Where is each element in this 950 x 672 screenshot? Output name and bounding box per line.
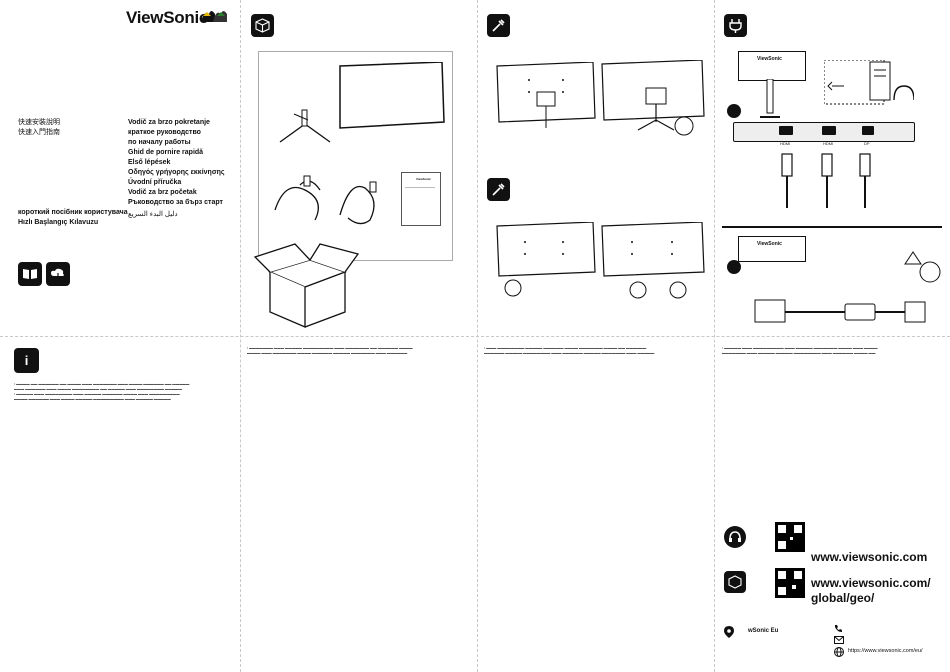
step-marker-2 bbox=[727, 260, 741, 274]
cover-title-line: Ръководство за бърз старт bbox=[128, 199, 223, 206]
cover-title-line: короткий посібник користувача bbox=[18, 209, 128, 216]
birds-logo-icon bbox=[201, 11, 227, 22]
dp-port-icon bbox=[862, 126, 874, 135]
cover-title-extra: короткий посібник користувача Hızlı Başl… bbox=[18, 208, 128, 228]
info-icon: i bbox=[14, 348, 39, 373]
install-step2-left bbox=[496, 222, 596, 297]
cover-title-line: Οδηγός γρήγορης εκκίνησης bbox=[128, 169, 225, 176]
globe-icon bbox=[724, 571, 746, 593]
box-icon bbox=[251, 14, 274, 37]
cover-title-line: Vodič za brzo pokretanje bbox=[128, 119, 210, 126]
pc-devices-illustration bbox=[824, 60, 914, 105]
cover-title-line: 快速入門指南 bbox=[18, 129, 60, 136]
monitor-illustration bbox=[279, 62, 445, 143]
cover-title-list: Vodič za brzo pokretanje краткое руковод… bbox=[128, 118, 225, 208]
hdmi-port-icon bbox=[822, 126, 836, 135]
website-url[interactable]: www.viewsonic.com bbox=[811, 550, 928, 564]
safety-text-column-1: • ▬▬▬▬ ▬▬ ▬▬▬▬▬▬ ▬▬ ▬▬▬▬ ▬▬▬ ▬▬▬▬▬▬▬ ▬▬▬… bbox=[14, 382, 190, 401]
qr-code-global bbox=[775, 568, 805, 598]
cover-title-line: Hızlı Başlangıç Kılavuzu bbox=[18, 219, 99, 226]
open-box-illustration bbox=[253, 243, 360, 328]
hdmi-port-icon bbox=[779, 126, 793, 135]
safety-text-column-3: • ▬▬▬ ▬▬▬▬▬▬▬▬ ▬▬▬▬▬ ▬▬▬▬▬▬ ▬▬▬▬ ▬▬▬▬▬▬▬… bbox=[484, 346, 655, 355]
monitor-stand-illustration bbox=[760, 79, 780, 118]
port-label: HDMI bbox=[823, 141, 834, 146]
step-marker-1 bbox=[727, 104, 741, 118]
port-label: DP bbox=[864, 141, 870, 146]
social-handle: wSonic Eu bbox=[748, 628, 779, 634]
quick-start-booklet: ViewSonic bbox=[401, 172, 441, 226]
global-url-line2[interactable]: global/geo/ bbox=[811, 591, 875, 605]
download-cloud-icon bbox=[46, 262, 70, 286]
safety-text-column-2: • ▬▬▬▬▬▬▬ ▬▬▬ ▬▬▬▬▬ ▬▬▬▬▬▬▬▬▬ ▬▬▬ ▬▬▬▬▬▬… bbox=[247, 346, 413, 355]
monitor-back-illustration: ViewSonic bbox=[738, 51, 806, 81]
cover-title-line: 快速安裝說明 bbox=[18, 119, 60, 126]
mail-icon bbox=[834, 636, 844, 644]
install-step1-right bbox=[601, 60, 705, 136]
brand-logo: ViewSonic bbox=[126, 8, 209, 27]
qr-code-support bbox=[775, 522, 805, 552]
cover-title-cjk: 快速安裝說明 快速入門指南 bbox=[18, 118, 60, 138]
monitor-back-logo: ViewSonic bbox=[757, 241, 782, 247]
cover-title-arabic: دليل البدء السريع bbox=[128, 210, 178, 220]
cover-title-line: Első lépések bbox=[128, 159, 171, 166]
cover-title-line: Ghid de pornire rapidă bbox=[128, 149, 204, 156]
cover-title-line: по началу работы bbox=[128, 139, 191, 146]
safety-text-column-4: • ▬▬▬▬▬ ▬▬▬ ▬▬▬▬▬▬▬▬▬ ▬▬▬ ▬▬▬▬▬ ▬▬▬▬▬▬▬ … bbox=[722, 346, 878, 355]
cables-illustration bbox=[274, 175, 377, 225]
screwdriver-icon bbox=[487, 178, 510, 201]
phone-icon bbox=[835, 625, 842, 632]
monitor-back-illustration-2: ViewSonic bbox=[738, 236, 806, 262]
port-label: HDMI bbox=[780, 141, 791, 146]
monitor-back-logo: ViewSonic bbox=[757, 56, 782, 62]
location-icon bbox=[724, 626, 734, 638]
video-cables-illustration bbox=[781, 153, 871, 208]
cover-title-line: Vodič za brz početak bbox=[128, 189, 197, 196]
support-url[interactable]: https://www.viewsonic.com/eu/ bbox=[848, 648, 923, 654]
cover-title-line: دليل البدء السريع bbox=[128, 211, 178, 218]
global-url-line1[interactable]: www.viewsonic.com/ bbox=[811, 576, 931, 590]
screwdriver-icon bbox=[487, 14, 510, 37]
horizontal-fold bbox=[0, 336, 950, 337]
section-divider bbox=[722, 226, 942, 228]
cover-title-line: краткое руководство bbox=[128, 129, 201, 136]
install-step1-left bbox=[496, 62, 596, 128]
power-adapter-illustration bbox=[754, 251, 941, 323]
cover-title-line: Úvodní příručka bbox=[128, 179, 182, 186]
plug-icon bbox=[724, 14, 747, 37]
booklet-logo: ViewSonic bbox=[416, 177, 431, 181]
globe-icon bbox=[834, 647, 844, 657]
install-step2-right bbox=[601, 222, 705, 299]
headset-icon bbox=[724, 526, 746, 548]
manual-book-icon bbox=[18, 262, 42, 286]
